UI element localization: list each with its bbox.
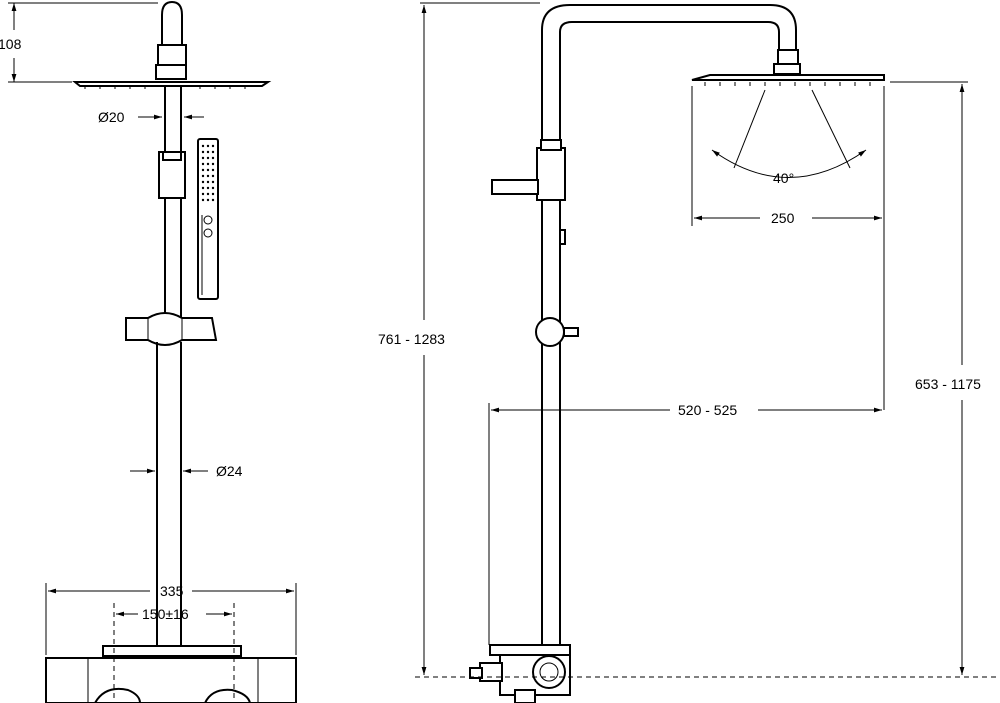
dim-pipe-diameter: Ø24 — [216, 463, 243, 479]
side-view-dimensions: 761 - 1283 250 520 - 525 653 - 1175 — [378, 2, 1000, 678]
dim-inlet-spacing: 150±16 — [142, 606, 189, 622]
dim-spray-angle: 40° — [773, 170, 794, 186]
dim-arm-diameter: Ø20 — [98, 109, 125, 125]
dim-head-height-range: 653 - 1175 — [915, 376, 981, 392]
dim-projection: 520 - 525 — [678, 402, 737, 418]
dim-mixer-width: 335 — [160, 583, 184, 599]
front-view-dimensions: 108 Ø20 Ø24 335 150±16 — [0, 2, 297, 703]
dim-head-size: 250 — [771, 210, 795, 226]
dim-head-height: 108 — [0, 36, 22, 52]
dim-total-height: 761 - 1283 — [378, 331, 445, 347]
side-view: 40° — [469, 4, 885, 703]
